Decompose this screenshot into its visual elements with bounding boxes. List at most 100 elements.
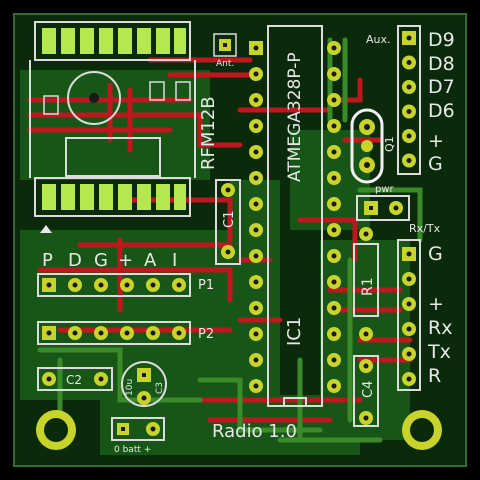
serial-pin-label: + [428, 293, 444, 315]
pwr-jumper-pins [364, 201, 403, 215]
atmega-chip-outline [267, 25, 323, 407]
c2-pads [42, 372, 108, 386]
pin-hole [331, 279, 337, 285]
bottom-traces [37, 37, 423, 443]
pin-hole [253, 357, 259, 363]
aux-pin-label: + [428, 130, 444, 152]
pin-hole [253, 123, 259, 129]
pin-hole [331, 201, 337, 207]
aux-pin-label: D6 [428, 100, 455, 122]
pin-hole [331, 331, 337, 337]
pin-hole [253, 149, 259, 155]
p1-pin-label: P [42, 250, 53, 271]
pin-hole [406, 158, 412, 163]
pin-hole [253, 201, 259, 207]
board-title: Radio 1.0 [212, 421, 297, 442]
serial-pins [402, 247, 416, 386]
aux-pin-label: D7 [428, 76, 455, 98]
serial-pin-label: R [428, 365, 441, 387]
pin-hole [406, 84, 412, 90]
pin-hole [406, 109, 412, 114]
pin-hole [253, 175, 259, 181]
pin-hole [331, 383, 337, 389]
pin-hole [331, 123, 337, 129]
pin-hole [124, 330, 130, 336]
pin-hole [331, 71, 337, 77]
p1-pin-label: G [94, 250, 108, 271]
pin-hole [331, 305, 337, 311]
pin-hole [46, 330, 52, 336]
pin-hole [331, 175, 337, 181]
p1-label: P1 [198, 278, 214, 293]
pin-hole [406, 133, 412, 139]
pin-hole [331, 253, 337, 259]
p2-pins [42, 326, 186, 340]
c3-value: 10u [125, 379, 135, 396]
pin-hole [406, 351, 412, 357]
pin-hole [253, 253, 259, 259]
c1-label: C1 [222, 211, 237, 228]
aux-label: Aux. [366, 33, 391, 46]
antenna-pad-icon [213, 33, 237, 57]
pin-hole [331, 357, 337, 363]
ic1-label: IC1 [284, 317, 305, 346]
pin-hole [406, 376, 412, 382]
pin-hole [253, 45, 259, 51]
p1-pins [42, 278, 186, 292]
pin-hole [98, 282, 104, 288]
pin-hole [176, 330, 182, 336]
battery-pads [117, 422, 160, 436]
p1-pin-label: I [172, 250, 177, 271]
pin-hole [331, 227, 337, 233]
pin-hole [124, 282, 130, 288]
mounting-hole-icon [402, 410, 442, 450]
p2-label: P2 [198, 327, 214, 342]
pin-hole [331, 45, 337, 51]
antenna-label: Ant. [216, 59, 234, 69]
pin-hole [176, 282, 182, 288]
c2-label: C2 [66, 373, 82, 387]
triangle-marker-icon [40, 225, 52, 233]
pin-hole [253, 97, 259, 103]
r1-label: R1 [360, 277, 376, 296]
pin-hole [253, 305, 259, 311]
rfm12b-label: RFM12B [198, 96, 219, 170]
rfm12b-pads-top [42, 28, 186, 54]
r1-pads [359, 227, 373, 341]
pin-hole [331, 149, 337, 155]
c4-pads [359, 359, 373, 425]
pin-hole [72, 282, 78, 288]
pin-hole [253, 331, 259, 337]
c3-label: C3 [155, 382, 165, 394]
c3-capacitor [121, 361, 167, 407]
q1-label: Q1 [383, 136, 396, 152]
mcu-pins [249, 41, 341, 393]
serial-pin-label: Tx [427, 341, 451, 363]
pin-hole [253, 227, 259, 233]
c4-label: C4 [361, 381, 376, 398]
pin-hole [253, 71, 259, 77]
aux-pin-label: D8 [428, 53, 455, 75]
rfm12b-module [29, 21, 196, 233]
pin-hole [406, 301, 412, 307]
pin-hole [98, 330, 104, 336]
pin-hole [406, 35, 412, 41]
p1-pin-labels: P D G + A I [42, 250, 177, 271]
aux-pin-label: G [428, 153, 443, 175]
p1-pin-label: A [144, 250, 157, 271]
pin-hole [406, 326, 412, 332]
pin-hole [406, 60, 412, 65]
p1-pin-label: + [118, 250, 133, 271]
pin-hole [150, 330, 156, 336]
pin-hole [150, 282, 156, 288]
serial-pin-label: G [428, 243, 443, 265]
pin-hole [406, 276, 412, 282]
pin-hole [253, 279, 259, 285]
p1-pin-label: D [68, 250, 82, 271]
pin-hole [406, 251, 412, 257]
serial-pin-label: Rx [428, 317, 452, 339]
mounting-hole-icon [36, 410, 76, 450]
pin-hole [253, 383, 259, 389]
rfm12b-pads-bottom [42, 184, 186, 210]
